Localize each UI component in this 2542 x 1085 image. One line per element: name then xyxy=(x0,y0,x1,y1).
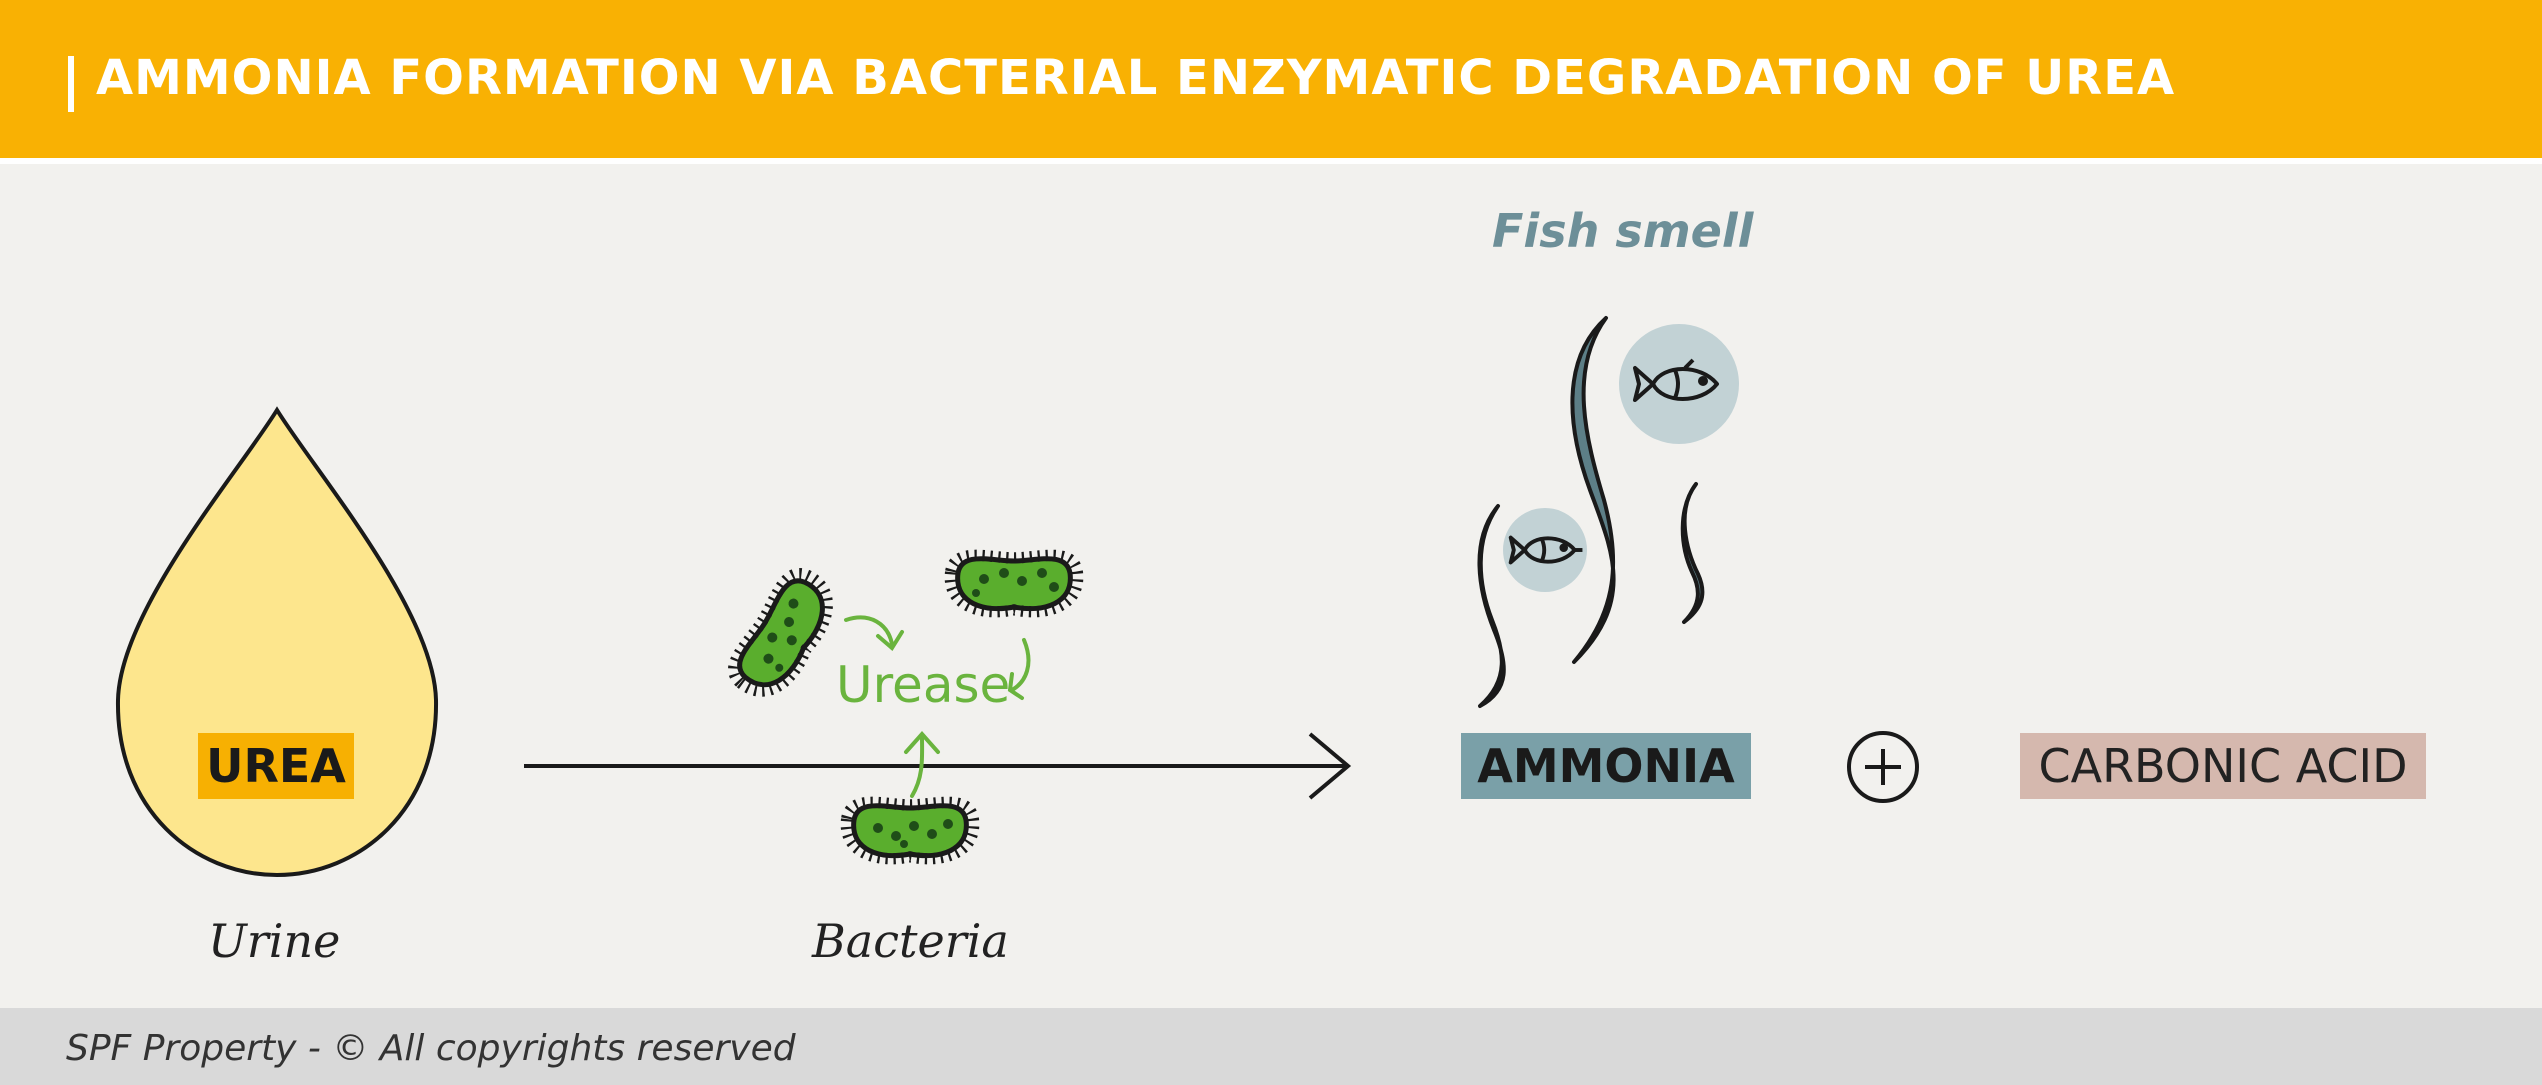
header-banner: AMMONIA FORMATION VIA BACTERIAL ENZYMATI… xyxy=(0,0,2542,158)
urease-arrow-icon xyxy=(1007,638,1031,700)
bacterium-icon xyxy=(944,549,1084,618)
fish-icon xyxy=(1503,508,1587,592)
smell-wave-icon xyxy=(1680,482,1705,624)
urine-label: Urine xyxy=(208,914,341,968)
smell-wave-icon xyxy=(1477,504,1506,708)
copyright-notice: SPF Property - © All copyrights reserved xyxy=(66,1028,796,1069)
urease-arrow-icon xyxy=(904,730,940,798)
ammonia-label: AMMONIA xyxy=(1461,733,1751,799)
carbonic-acid-label: CARBONIC ACID xyxy=(2020,733,2426,799)
fish-smell-label: Fish smell xyxy=(1492,204,1754,258)
plus-circle-icon xyxy=(1847,731,1919,803)
footer: SPF Property - © All copyrights reserved xyxy=(0,1008,2542,1085)
fish-icon xyxy=(1619,324,1739,444)
reaction-arrow-icon xyxy=(524,732,1352,800)
bacteria-label: Bacteria xyxy=(812,914,1009,968)
bacterium-icon xyxy=(728,568,833,697)
smell-wave-icon xyxy=(1570,316,1616,664)
urease-arrow-icon xyxy=(844,615,904,652)
bacterium-icon xyxy=(840,796,980,865)
header-accent-bar xyxy=(68,56,74,112)
page-title: AMMONIA FORMATION VIA BACTERIAL ENZYMATI… xyxy=(96,50,2176,106)
urine-drop-icon xyxy=(115,406,439,878)
urease-label: Urease xyxy=(836,656,1011,714)
urea-label: UREA xyxy=(198,733,354,799)
